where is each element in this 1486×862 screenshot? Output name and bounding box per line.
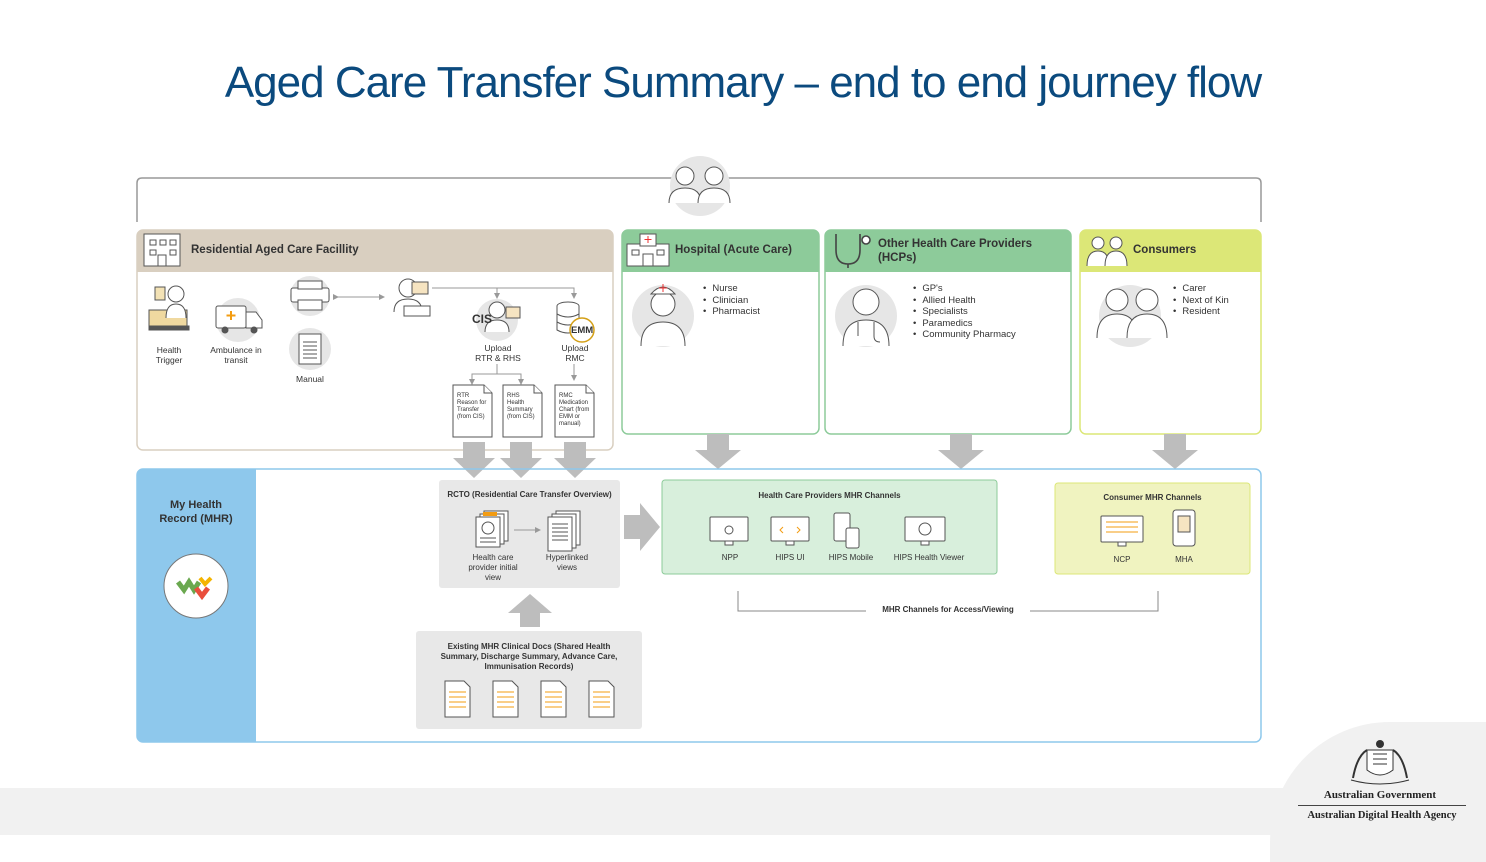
coat-of-arms-icon (1350, 740, 1410, 785)
list-item: Pharmacist (703, 306, 760, 318)
access-viewing-label: MHR Channels for Access/Viewing (882, 605, 1014, 614)
elderly-couple-icon (668, 156, 731, 216)
existing-docs-title: Existing MHR Clinical Docs (Shared Healt… (440, 642, 618, 671)
consumers-list: Carer Next of Kin Resident (1173, 283, 1229, 318)
rmc-document-icon (554, 384, 595, 438)
doctor-icon (835, 285, 897, 347)
hcp-list: GP's Allied Health Specialists Paramedic… (913, 283, 1016, 341)
people-icon (1086, 236, 1128, 267)
hospital-list: Nurse Clinician Pharmacist (703, 283, 760, 318)
list-item: Allied Health (913, 295, 1016, 307)
health-trigger-label: Health Trigger (155, 345, 183, 365)
footer-divider (1298, 805, 1466, 806)
ambulance-label: Ambulance in transit (210, 345, 262, 365)
manual-form-icon (289, 328, 331, 370)
list-item: Community Pharmacy (913, 329, 1015, 341)
list-item: Specialists (913, 306, 1016, 318)
carer-resident-icon (1096, 285, 1168, 347)
document-icon (492, 680, 519, 718)
nurse-icon (632, 284, 694, 347)
agency-label: Australian Digital Health Agency (1307, 810, 1457, 821)
manual-label: Manual (296, 374, 324, 384)
hips-health-viewer-icon (904, 516, 946, 546)
hospital-heading: Hospital (Acute Care) (675, 244, 792, 256)
npp-monitor-icon (709, 516, 749, 546)
rtr-document-icon (452, 384, 493, 438)
upload-rtr-label: Upload RTR & RHS (475, 343, 521, 363)
ambulance-icon (215, 298, 263, 342)
emm-database-icon (556, 301, 595, 343)
hips-mobile-icon (833, 512, 860, 549)
list-item: Nurse (703, 283, 760, 295)
hcp-heading: Other Health Care Providers (HCPs) (878, 238, 1033, 264)
document-icon (540, 680, 567, 718)
printer-icon (290, 276, 330, 316)
cis-computer-icon (476, 299, 521, 341)
list-item: Paramedics (913, 318, 1016, 330)
channel-hips-health-viewer: HIPS Health Viewer (893, 553, 965, 562)
flow-arrows (453, 434, 1198, 627)
existing-docs-icons (444, 680, 615, 718)
channel-hips-ui: HIPS UI (775, 553, 805, 562)
hcp-channels-title: Health Care Providers MHR Channels (758, 491, 901, 500)
list-item: Next of Kin (1173, 295, 1228, 307)
rcto-title: RCTO (Residential Care Transfer Overview… (447, 490, 612, 499)
rhs-document-icon (502, 384, 543, 438)
ncp-monitor-icon (1100, 515, 1144, 547)
nurse-laptop-icon (393, 278, 431, 317)
upload-rmc-label: Upload RMC (561, 343, 589, 363)
hyperlinked-views-icon (547, 510, 581, 552)
rmc-doc-text: RMC Medication Chart (from EMM or manual… (559, 393, 590, 427)
footer-band (0, 788, 1486, 835)
racf-heading: Residential Aged Care Facillity (191, 244, 359, 256)
channel-npp: NPP (721, 553, 739, 562)
building-icon (143, 233, 181, 267)
channel-ncp: NCP (1113, 555, 1131, 564)
document-icon (588, 680, 615, 718)
rtr-doc-text: RTR Reason for Transfer (from CIS) (457, 393, 487, 420)
document-icon (444, 680, 471, 718)
mha-mobile-icon (1172, 509, 1196, 547)
cis-label: CIS (472, 312, 493, 326)
hips-ui-monitor-icon (770, 516, 810, 546)
rhs-doc-text: RHS Health Summary (from CIS) (507, 393, 535, 420)
list-item: Resident (1173, 306, 1229, 318)
list-item: Carer (1173, 283, 1229, 295)
rcto-initial-label: Health care provider initial view (468, 553, 518, 582)
rcto-document-stack-icon (475, 510, 509, 548)
hospital-icon (626, 233, 670, 267)
page-title: Aged Care Transfer Summary – end to end … (224, 58, 1262, 107)
emm-label: EMM (571, 325, 594, 336)
consumers-heading: Consumers (1133, 244, 1197, 256)
health-trigger-icon (148, 285, 190, 331)
stethoscope-icon (835, 234, 871, 268)
channel-mha: MHA (1175, 555, 1193, 564)
mhr-logo-icon (163, 553, 229, 619)
list-item: Clinician (703, 295, 760, 307)
list-item: GP's (913, 283, 1016, 295)
consumer-channels-title: Consumer MHR Channels (1103, 493, 1202, 502)
journey-diagram (136, 156, 1262, 743)
mhr-label: My Health Record (MHR) (159, 499, 233, 525)
gov-label: Australian Government (1323, 789, 1437, 801)
rcto-hyperlinked-label: Hyperlinked views (545, 553, 589, 572)
channel-hips-mobile: HIPS Mobile (828, 553, 874, 562)
